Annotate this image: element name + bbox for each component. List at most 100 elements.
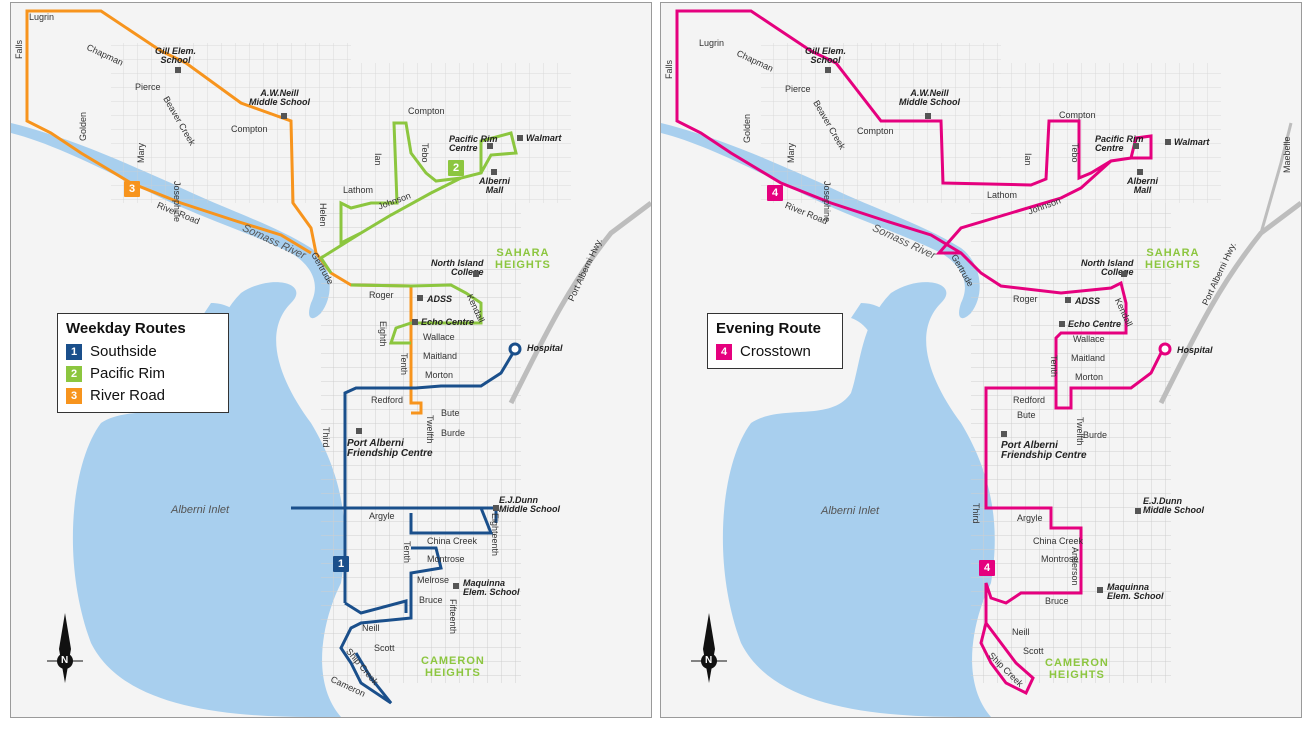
street-label-morton: Morton [425, 370, 454, 380]
street-label-argyle: Argyle [1017, 513, 1043, 523]
street-label-pierce: Pierce [135, 82, 161, 92]
street-label-fifteenth: Fifteenth [448, 599, 458, 635]
poi-walmart: Walmart [526, 133, 562, 143]
street-label-neill: Neill [362, 623, 380, 633]
legend-title: Evening Route [716, 320, 822, 337]
street-label-argyle: Argyle [369, 511, 395, 521]
weekday-routes-map[interactable]: Lugrin Falls Chapman Pierce Beaver Creek… [10, 2, 652, 718]
street-label-eighth: Eighth [378, 321, 388, 347]
hospital-loop-marker [1158, 342, 1172, 356]
street-label-ian: Ian [373, 153, 383, 166]
adss-marker [417, 295, 423, 301]
poi-pacific-rim-centre: Pacific Rim Centre [449, 134, 498, 153]
legend-swatch: 4 [716, 343, 732, 360]
street-label-maitland: Maitland [423, 351, 458, 361]
evening-route-legend: Evening Route 4 Crosstown [707, 313, 843, 369]
street-label-redford: Redford [1013, 395, 1046, 405]
poi-ej-dunn: E.J.Dunn Middle School [499, 495, 561, 514]
street-label-compton-west: Compton [231, 124, 268, 134]
street-label-compton-west: Compton [857, 126, 894, 136]
street-label-third: Third [321, 427, 331, 448]
street-label-roger: Roger [369, 290, 394, 300]
poi-friendship-centre: Port Alberni Friendship Centre [347, 438, 433, 459]
street-label-third: Third [971, 503, 981, 524]
street-label-bute: Bute [441, 408, 460, 418]
gill-school-marker [825, 67, 831, 73]
street-grid-north [111, 43, 351, 203]
route-2-badge[interactable]: 2 [448, 160, 464, 176]
street-label-bruce: Bruce [419, 595, 443, 605]
street-label-montrose: Montrose [1041, 554, 1079, 564]
street-label-maitland: Maitland [1071, 353, 1106, 363]
street-label-scott: Scott [1023, 646, 1044, 656]
map-canvas[interactable] [661, 3, 1301, 717]
friendship-centre-marker [1001, 431, 1007, 437]
maquinna-marker [1097, 587, 1103, 593]
poi-aw-neill: A.W.Neill Middle School [249, 88, 311, 107]
alberni-mall-marker [491, 169, 497, 175]
route-3-badge[interactable]: 3 [124, 181, 140, 197]
gill-school-marker [175, 67, 181, 73]
poi-north-island-college: North Island College [431, 258, 484, 277]
legend-item-pacific-rim[interactable]: 2 Pacific Rim [66, 365, 218, 382]
poi-adss: ADSS [427, 294, 453, 304]
map-canvas[interactable] [11, 3, 651, 717]
street-label-lathom: Lathom [343, 185, 374, 195]
route-1-badge[interactable]: 1 [333, 556, 349, 572]
legend-item-southside[interactable]: 1 Southside [66, 343, 218, 360]
route-4-badge-north[interactable]: 4 [767, 185, 783, 201]
street-label-roger: Roger [1013, 294, 1038, 304]
port-alberni-highway [508, 201, 651, 405]
legend-item-crosstown[interactable]: 4 Crosstown [716, 343, 832, 360]
street-grid [321, 203, 521, 683]
somass-river-water [11, 123, 330, 319]
route-4-south-loop [979, 619, 1035, 696]
street-label-china-creek: China Creek [1033, 536, 1084, 546]
maebelle-road [1259, 122, 1293, 234]
route-4-badge-south[interactable]: 4 [979, 560, 995, 576]
sidechannel-water [851, 303, 904, 363]
street-label-mary: Mary [786, 143, 796, 163]
street-label-lugrin: Lugrin [699, 38, 725, 48]
water-label-alberni-inlet: Alberni Inlet [171, 504, 230, 516]
area-label-sahara-heights: SAHARA HEIGHTS [495, 247, 551, 272]
legend-label: River Road [90, 387, 166, 404]
street-label-maebelle: Maebelle [1282, 136, 1292, 173]
street-label-golden: Golden [78, 111, 88, 141]
legend-label: Crosstown [740, 343, 811, 360]
legend-swatch: 1 [66, 343, 82, 360]
echo-centre-marker [412, 319, 418, 325]
nic-marker [1121, 271, 1127, 277]
ej-dunn-marker [1135, 508, 1141, 514]
poi-ej-dunn: E.J.Dunn Middle School [1143, 496, 1205, 515]
poi-maquinna: Maquinna Elem. School [1107, 582, 1164, 601]
route-4-crosstown-line [675, 9, 1166, 623]
poi-north-island-college: North Island College [1081, 258, 1134, 277]
street-grid-north [761, 43, 1001, 203]
street-label-morton: Morton [1075, 372, 1104, 382]
street-label-tenth-south: Tenth [402, 541, 412, 564]
street-label-neill: Neill [1012, 627, 1030, 637]
street-label-pierce: Pierce [785, 84, 811, 94]
alberni-inlet-water [72, 282, 345, 717]
area-label-sahara-heights: SAHARA HEIGHTS [1145, 247, 1201, 272]
street-label-falls: Falls [14, 39, 24, 59]
port-alberni-highway [1158, 201, 1301, 405]
evening-route-map[interactable]: Lugrin Falls Chapman Pierce Beaver Creek… [660, 2, 1302, 718]
legend-item-river-road[interactable]: 3 River Road [66, 387, 218, 404]
street-label-anderson: Anderson [1070, 547, 1080, 586]
friendship-centre-marker [356, 428, 362, 434]
street-label-tenth: Tenth [1049, 355, 1059, 378]
poi-walmart: Walmart [1174, 137, 1210, 147]
poi-hospital: Hospital [1177, 345, 1213, 355]
poi-pacific-rim-centre: Pacific Rim Centre [1095, 134, 1144, 153]
alberni-inlet-water [722, 282, 995, 717]
street-label-compton-east: Compton [1059, 110, 1096, 120]
legend-title: Weekday Routes [66, 320, 186, 337]
street-label-redford: Redford [371, 395, 404, 405]
street-label-melrose: Melrose [417, 575, 450, 585]
walmart-marker [517, 135, 523, 141]
awneill-school-marker [281, 113, 287, 119]
weekday-routes-legend: Weekday Routes 1 Southside 2 Pacific Rim… [57, 313, 229, 413]
street-label-montrose: Montrose [427, 554, 465, 564]
